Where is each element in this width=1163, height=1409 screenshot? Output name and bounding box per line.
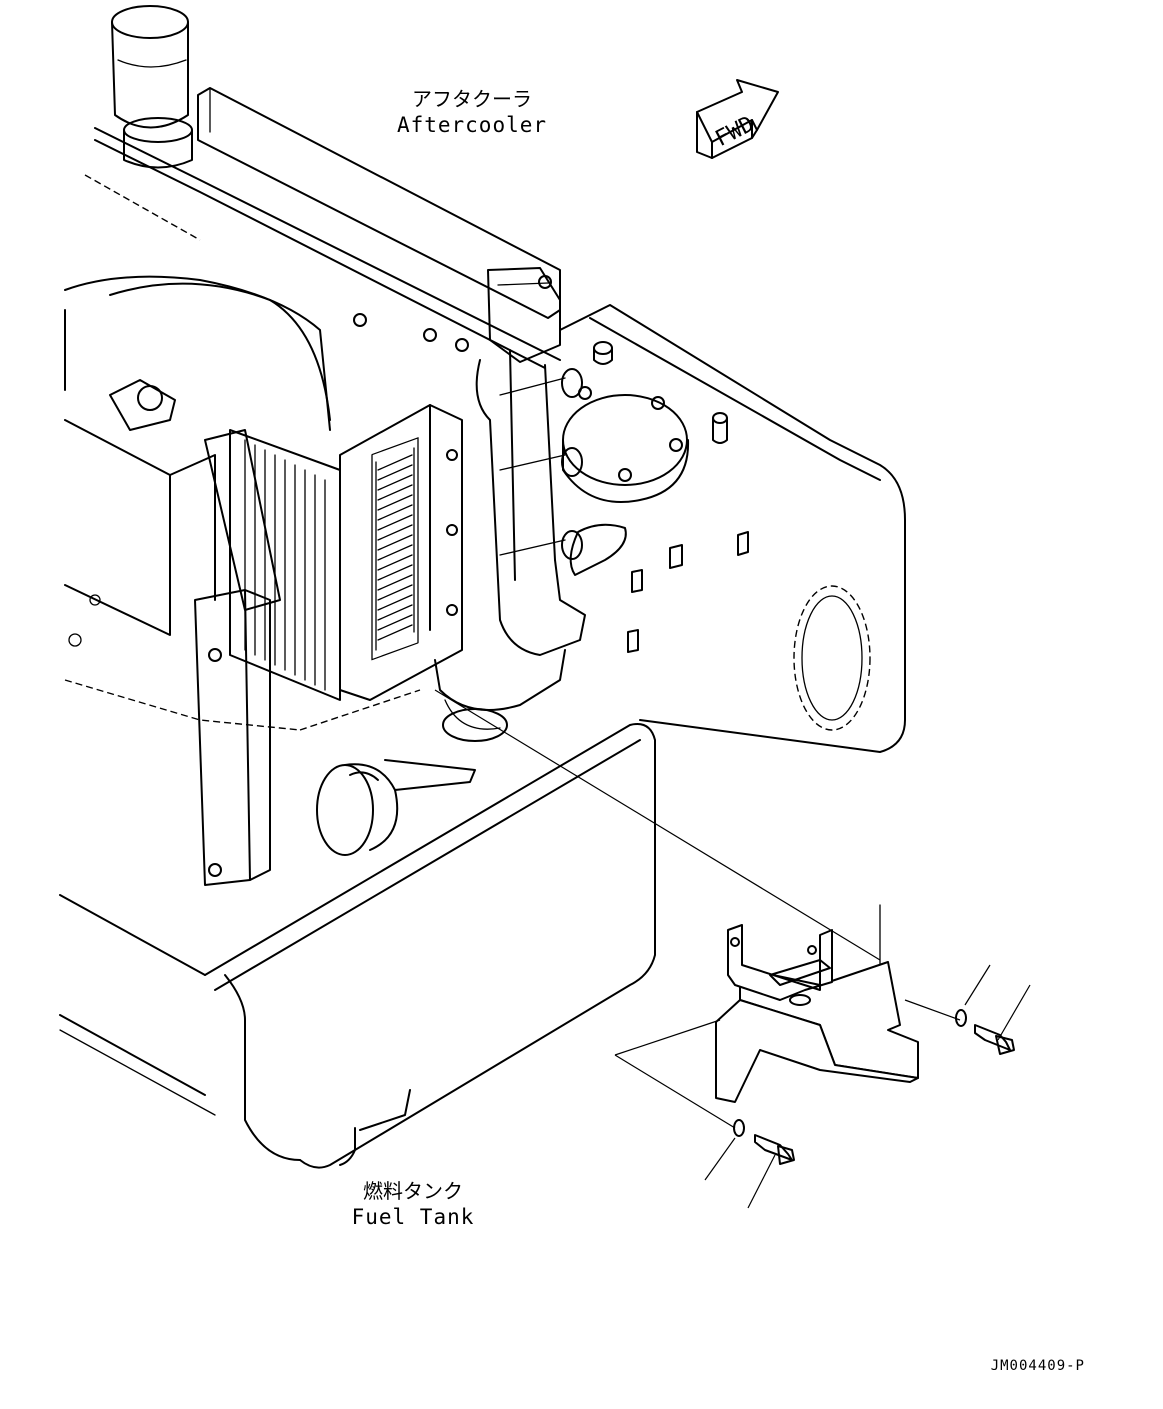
hidden-frame-lines xyxy=(64,174,421,731)
fwd-arrow-icon: FWD xyxy=(696,79,779,159)
drawing-id: JM004409-P xyxy=(991,1358,1085,1374)
bolt-lower xyxy=(733,1119,795,1165)
fuel-tank-label-jp: 燃料タンク xyxy=(363,1179,463,1203)
bolt-upper xyxy=(955,1009,1015,1055)
aftercooler-label: Aftercooler xyxy=(397,113,547,137)
leader-lines xyxy=(434,689,1031,1209)
aftercooler-label-jp: アフタクーラ xyxy=(412,87,532,111)
radiator-shroud xyxy=(64,275,341,886)
fuel-tank xyxy=(59,304,906,1169)
aftercooler-core-fins xyxy=(375,447,415,651)
fuel-tank-label: Fuel Tank xyxy=(352,1205,475,1229)
guard-bracket xyxy=(715,904,919,1103)
air-intake-pipe xyxy=(111,5,193,169)
